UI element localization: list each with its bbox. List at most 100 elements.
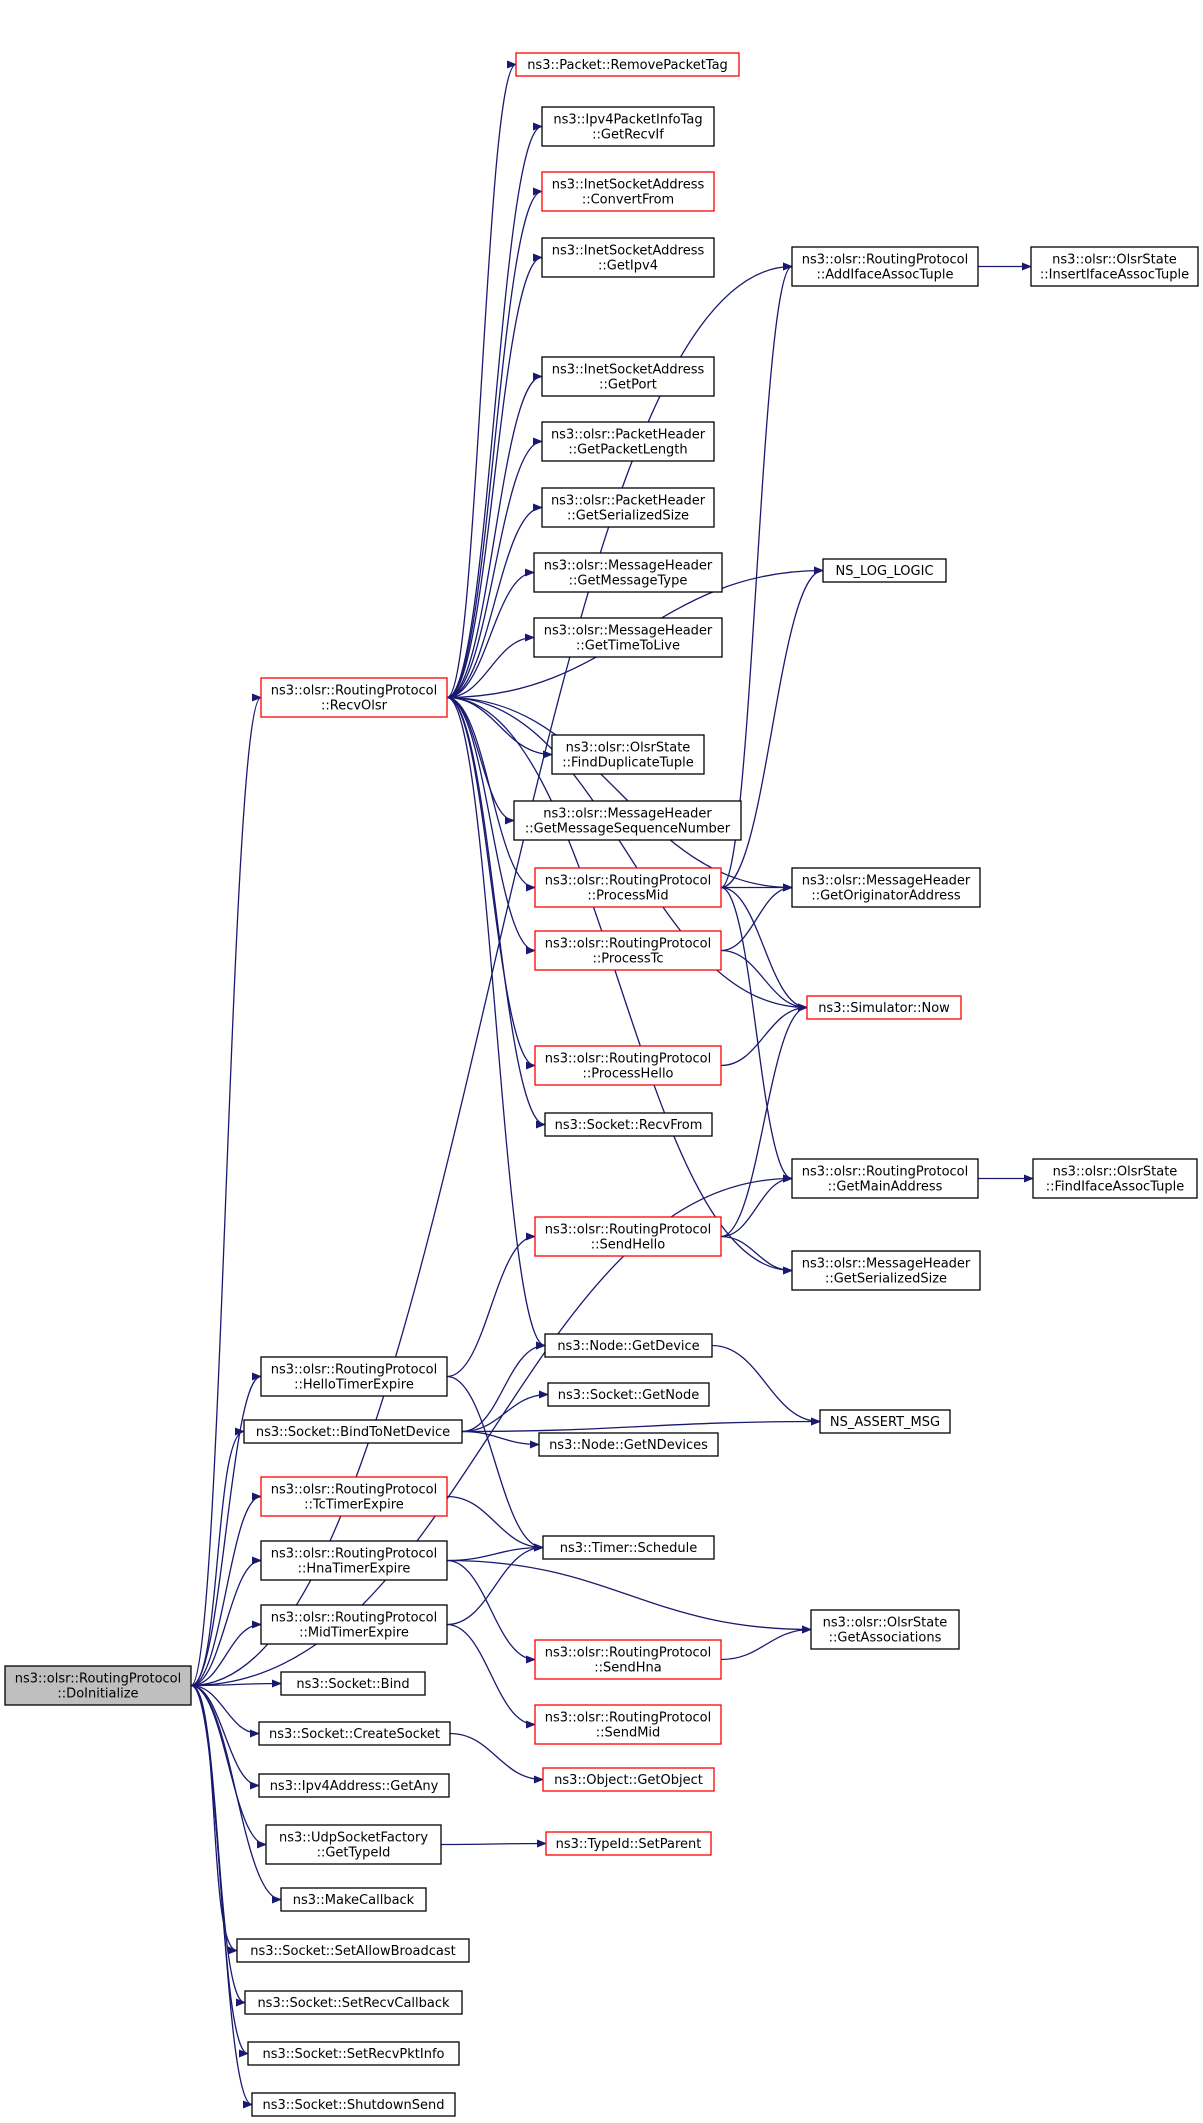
node-convertfrom[interactable]: ns3::InetSocketAddress::ConvertFrom (541, 171, 715, 212)
node-label-line: ns3::UdpSocketFactory (279, 1831, 428, 1846)
node-nsassert[interactable]: NS_ASSERT_MSG (819, 1409, 951, 1434)
node-box (260, 677, 448, 718)
node-box (544, 1112, 713, 1137)
node-box (258, 1721, 451, 1746)
node-label-line: ns3::olsr::RoutingProtocol (802, 1165, 969, 1180)
node-box (280, 1671, 426, 1696)
node-label-line: ::AddIfaceAssocTuple (816, 268, 953, 283)
node-getmsgseq[interactable]: ns3::olsr::MessageHeader::GetMessageSequ… (513, 800, 742, 841)
node-box (545, 1831, 712, 1856)
node-sendhello[interactable]: ns3::olsr::RoutingProtocol::SendHello (534, 1216, 722, 1257)
node-recvolsr[interactable]: ns3::olsr::RoutingProtocol::RecvOlsr (260, 677, 448, 718)
edge-doinit-to-tctimer (190, 1492, 262, 1687)
node-getndevices[interactable]: ns3::Node::GetNDevices (538, 1432, 719, 1457)
node-box (819, 1409, 951, 1434)
edge-recvolsr-to-processmid (446, 696, 536, 892)
node-findiface[interactable]: ns3::olsr::OlsrState::FindIfaceAssocTupl… (1032, 1158, 1198, 1199)
node-label-line: ::GetMessageType (569, 574, 688, 589)
node-getnode[interactable]: ns3::Socket::GetNode (547, 1382, 710, 1407)
node-msgserialized[interactable]: ns3::olsr::MessageHeader::GetSerializedS… (791, 1250, 981, 1291)
node-simnow[interactable]: ns3::Simulator::Now (806, 995, 962, 1020)
node-label-line: ns3::olsr::PacketHeader (551, 494, 706, 509)
node-sendmid[interactable]: ns3::olsr::RoutingProtocol::SendMid (534, 1704, 722, 1745)
node-addiface[interactable]: ns3::olsr::RoutingProtocol::AddIfaceAsso… (791, 246, 979, 287)
node-udpgettypeid[interactable]: ns3::UdpSocketFactory::GetTypeId (265, 1824, 442, 1865)
node-label-line: ns3::olsr::MessageHeader (802, 1257, 971, 1272)
node-getobject[interactable]: ns3::Object::GetObject (542, 1767, 715, 1792)
node-label-line: ns3::Socket::GetNode (558, 1388, 699, 1403)
node-getport[interactable]: ns3::InetSocketAddress::GetPort (541, 356, 715, 397)
node-findduplicate[interactable]: ns3::olsr::OlsrState::FindDuplicateTuple (551, 734, 705, 775)
node-setallowbroadcast[interactable]: ns3::Socket::SetAllowBroadcast (236, 1938, 470, 1963)
node-setrecvpktinfo[interactable]: ns3::Socket::SetRecvPktInfo (247, 2041, 460, 2066)
node-midtimer[interactable]: ns3::olsr::RoutingProtocol::MidTimerExpi… (260, 1604, 448, 1645)
edge-processmid-to-simnow (720, 886, 808, 1012)
node-recvfrom[interactable]: ns3::Socket::RecvFrom (544, 1112, 713, 1137)
node-label-line: ::HelloTimerExpire (294, 1378, 414, 1393)
node-getoriginator[interactable]: ns3::olsr::MessageHeader::GetOriginatorA… (791, 867, 981, 908)
edge-recvolsr-to-simnow (446, 696, 808, 1012)
node-processtc[interactable]: ns3::olsr::RoutingProtocol::ProcessTc (534, 930, 722, 971)
node-getmainaddr[interactable]: ns3::olsr::RoutingProtocol::GetMainAddre… (791, 1158, 979, 1199)
node-label-line: ::ProcessMid (587, 889, 668, 904)
node-label-line: ::GetSerializedSize (825, 1272, 947, 1287)
node-label-line: ns3::Socket::SetAllowBroadcast (250, 1944, 456, 1959)
node-label-line: ns3::olsr::OlsrState (823, 1616, 948, 1631)
node-getrecvif[interactable]: ns3::Ipv4PacketInfoTag::GetRecvIf (541, 106, 715, 147)
node-hnatimer[interactable]: ns3::olsr::RoutingProtocol::HnaTimerExpi… (260, 1540, 448, 1581)
node-processhello[interactable]: ns3::olsr::RoutingProtocol::ProcessHello (534, 1045, 722, 1086)
node-hellotimer[interactable]: ns3::olsr::RoutingProtocol::HelloTimerEx… (260, 1356, 448, 1397)
edge-udpgettypeid-to-setparent (440, 1839, 547, 1848)
node-timerschedule[interactable]: ns3::Timer::Schedule (542, 1535, 715, 1560)
node-box (265, 1824, 442, 1865)
node-processmid[interactable]: ns3::olsr::RoutingProtocol::ProcessMid (534, 867, 722, 908)
node-getany[interactable]: ns3::Ipv4Address::GetAny (258, 1773, 450, 1798)
node-label-line: ::DoInitialize (57, 1687, 138, 1702)
node-gettimetolive[interactable]: ns3::olsr::MessageHeader::GetTimeToLive (533, 617, 723, 658)
node-box (247, 2041, 460, 2066)
node-getmessagetype[interactable]: ns3::olsr::MessageHeader::GetMessageType (533, 552, 723, 593)
node-removepackettag[interactable]: ns3::Packet::RemovePacketTag (515, 52, 740, 77)
node-box (541, 237, 715, 278)
node-box (541, 356, 715, 397)
node-pktserialized[interactable]: ns3::olsr::PacketHeader::GetSerializedSi… (541, 487, 715, 528)
edge-recvolsr-to-gettimetolive (446, 633, 535, 699)
node-label-line: ::GetTypeId (317, 1846, 391, 1861)
node-tctimer[interactable]: ns3::olsr::RoutingProtocol::TcTimerExpir… (260, 1476, 448, 1517)
node-makecallback[interactable]: ns3::MakeCallback (280, 1887, 427, 1912)
node-box (791, 246, 979, 287)
node-getpacketlength[interactable]: ns3::olsr::PacketHeader::GetPacketLength (541, 421, 715, 462)
edge-processtc-to-getoriginator (720, 883, 793, 952)
node-box (541, 487, 715, 528)
edge-doinit-to-recvolsr (190, 693, 262, 1687)
node-nslog[interactable]: NS_LOG_LOGIC (822, 558, 947, 583)
node-label-line: ns3::Socket::SetRecvPktInfo (262, 2047, 444, 2062)
node-bindtonet[interactable]: ns3::Socket::BindToNetDevice (243, 1419, 463, 1444)
edge-recvolsr-to-getipv4 (446, 253, 543, 699)
edge-midtimer-to-sendmid (446, 1623, 536, 1729)
node-box (538, 1432, 719, 1457)
node-label-line: ns3::olsr::RoutingProtocol (271, 1611, 438, 1626)
node-getdevice[interactable]: ns3::Node::GetDevice (544, 1333, 713, 1358)
node-label-line: ns3::olsr::RoutingProtocol (802, 253, 969, 268)
node-label-line: ns3::MakeCallback (293, 1893, 415, 1908)
node-box (534, 930, 722, 971)
node-bind[interactable]: ns3::Socket::Bind (280, 1671, 426, 1696)
node-box (541, 421, 715, 462)
node-insertiface[interactable]: ns3::olsr::OlsrState::InsertIfaceAssocTu… (1030, 246, 1199, 287)
node-label-line: ns3::olsr::RoutingProtocol (15, 1672, 182, 1687)
node-createsocket[interactable]: ns3::Socket::CreateSocket (258, 1721, 451, 1746)
node-shutdownsend[interactable]: ns3::Socket::ShutdownSend (251, 2092, 456, 2117)
node-label-line: ::GetPort (599, 378, 657, 393)
node-setrecvcallback[interactable]: ns3::Socket::SetRecvCallback (244, 1990, 463, 2015)
node-setparent[interactable]: ns3::TypeId::SetParent (545, 1831, 712, 1856)
node-getassoc[interactable]: ns3::olsr::OlsrState::GetAssociations (810, 1609, 960, 1650)
edge-processmid-to-getmainaddr (720, 886, 793, 1183)
node-box (534, 1216, 722, 1257)
node-label-line: ::ProcessHello (582, 1067, 673, 1082)
node-label-line: ns3::InetSocketAddress (552, 244, 705, 259)
node-sendhna[interactable]: ns3::olsr::RoutingProtocol::SendHna (534, 1639, 722, 1680)
node-getipv4[interactable]: ns3::InetSocketAddress::GetIpv4 (541, 237, 715, 278)
node-label-line: ns3::olsr::OlsrState (1052, 253, 1177, 268)
